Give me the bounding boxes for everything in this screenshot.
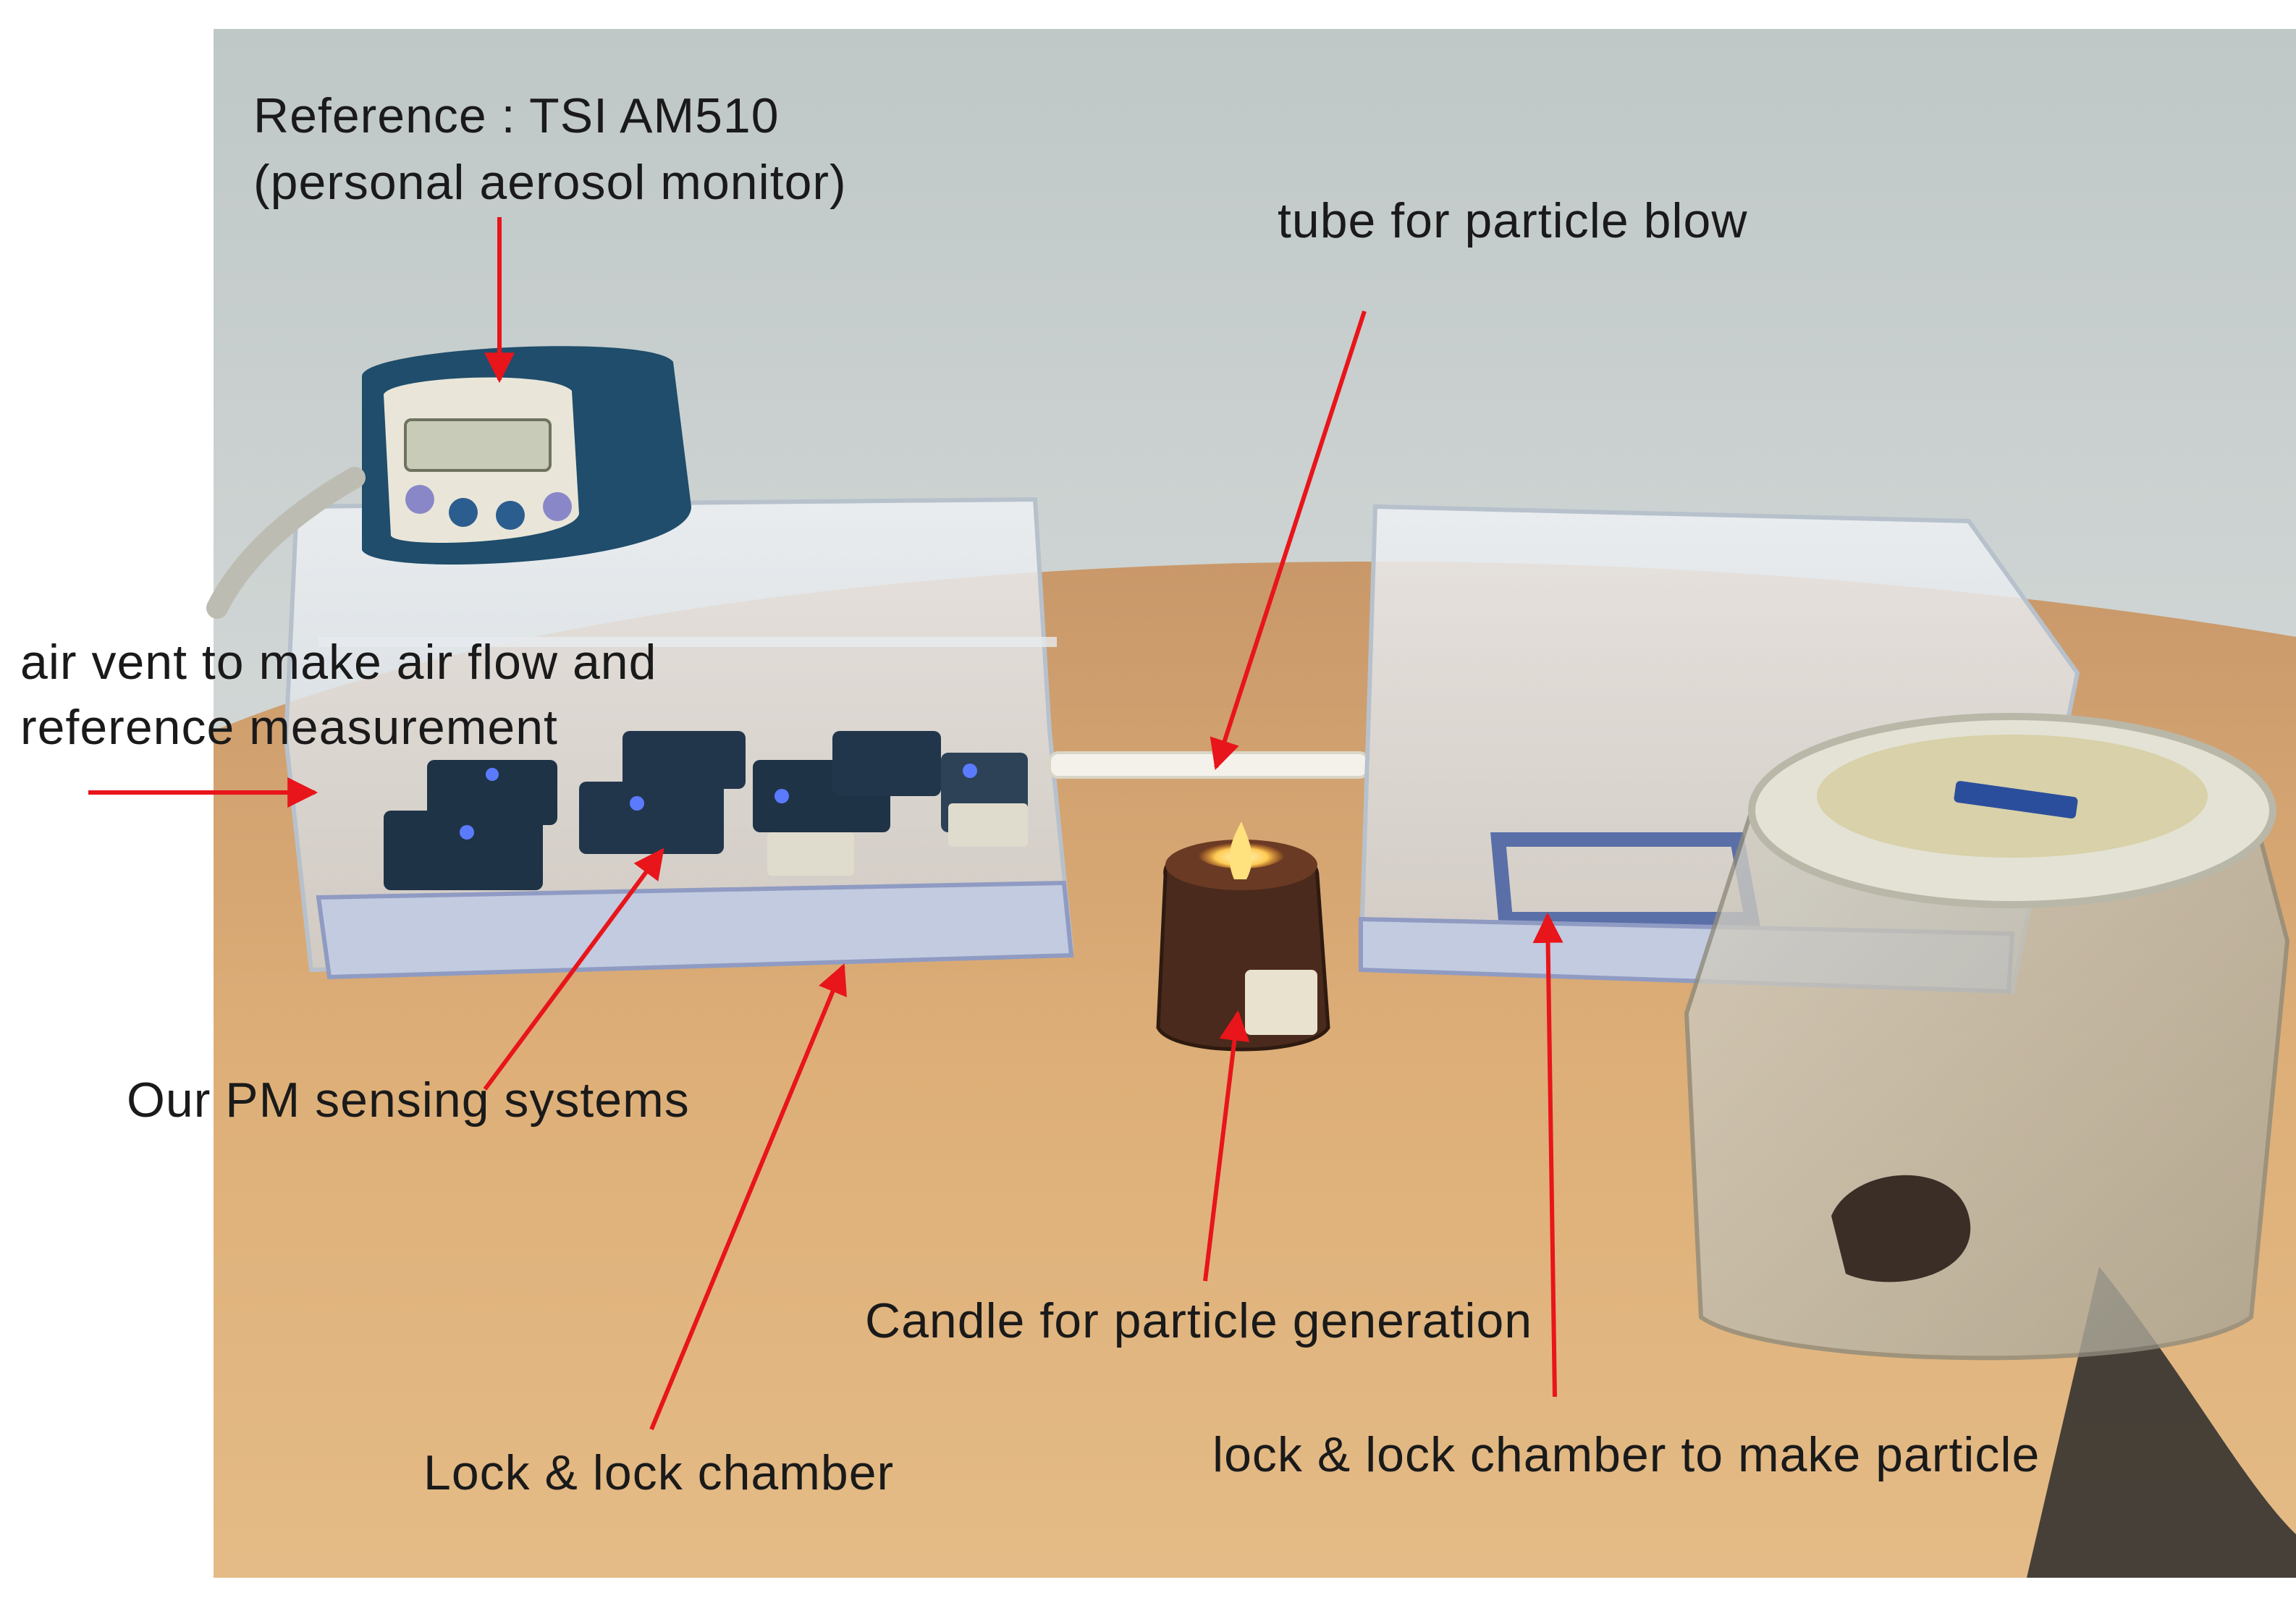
pm-sensing-label: Our PM sensing systems bbox=[127, 1073, 690, 1128]
arrow-particle-chamber bbox=[1532, 912, 1563, 1398]
annotation-arrows bbox=[88, 217, 1563, 1431]
arrow-candle bbox=[1203, 1010, 1250, 1282]
particle-chamber-label: lock & lock chamber to make particle bbox=[1212, 1427, 2040, 1482]
tube-label: tube for particle blow bbox=[1278, 193, 1748, 248]
air-vent-label-line1: air vent to make air flow and bbox=[20, 635, 657, 690]
candle bbox=[1156, 821, 1330, 1052]
air-vent-label-line2: reference measurement bbox=[20, 700, 558, 755]
arrow-pm-sensing bbox=[483, 847, 664, 1091]
candle-label: Candle for particle generation bbox=[865, 1293, 1533, 1348]
lock-chamber-label: Lock & lock chamber bbox=[423, 1445, 895, 1500]
reference-label-line2: (personal aerosol monitor) bbox=[253, 155, 847, 210]
arrow-lock-chamber bbox=[649, 963, 847, 1431]
particle-jar bbox=[1684, 713, 2290, 1361]
reference-label-line1: Reference : TSI AM510 bbox=[253, 88, 780, 143]
particle-tube bbox=[1048, 751, 1369, 779]
arrow-tube bbox=[1210, 310, 1367, 770]
pm-sensing-boards bbox=[384, 731, 1028, 890]
tsi-am510-monitor bbox=[206, 346, 691, 619]
